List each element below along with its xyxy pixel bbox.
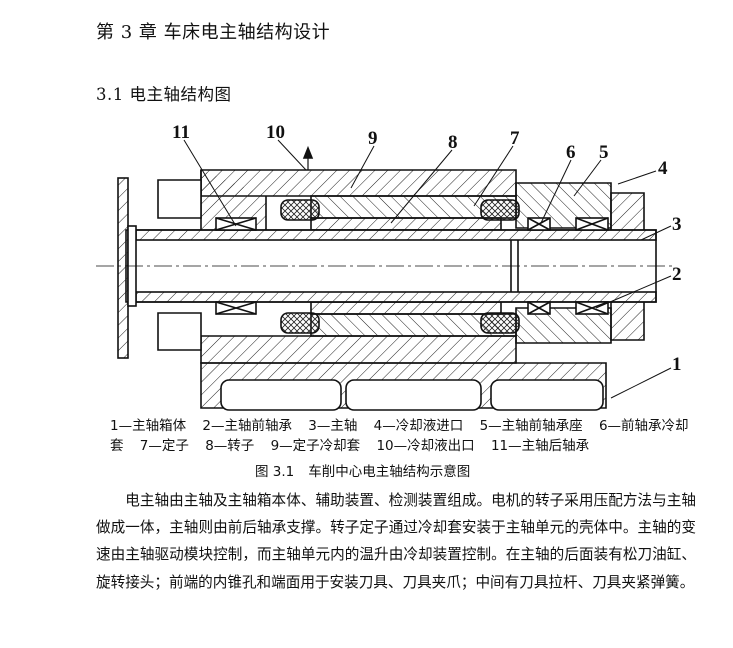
figure-legend: 1—主轴箱体 2—主轴前轴承 3—主轴 4—冷却液进口 5—主轴前轴承座 6—前… — [110, 416, 700, 456]
callout-10: 10 — [266, 122, 285, 143]
legend-item: 2—主轴前轴承 — [202, 418, 292, 434]
callout-8: 8 — [448, 132, 458, 153]
callout-5: 5 — [599, 142, 609, 163]
legend-item: 4—冷却液进口 — [373, 418, 464, 434]
chapter-title: 第 3 章 车床电主轴结构设计 — [96, 22, 331, 43]
body-text: 电主轴由主轴及主轴箱本体、辅助装置、检测装置组成。电机的转子采用压配方法与主轴做… — [96, 487, 696, 596]
legend-item: 6—前轴承冷却套 — [110, 418, 689, 454]
legend-item: 11—主轴后轴承 — [490, 438, 590, 454]
spindle-drawing: 11 10 9 8 7 6 5 4 3 2 1 — [96, 122, 682, 411]
callout-9: 9 — [368, 128, 378, 149]
figure-caption: 图 3.1 车削中心电主轴结构示意图 — [255, 460, 470, 480]
section-title: 3.1 电主轴结构图 — [96, 85, 232, 104]
callout-4: 4 — [658, 158, 668, 179]
legend-item: 7—定子 — [139, 438, 189, 454]
caption-text: 车削中心电主轴结构示意图 — [308, 464, 471, 480]
legend-item: 1—主轴箱体 — [110, 418, 187, 434]
legend-item: 10—冷却液出口 — [376, 438, 475, 454]
callout-2: 2 — [672, 264, 682, 285]
legend-item: 5—主轴前轴承座 — [479, 418, 583, 434]
legend-item: 9—定子冷却套 — [270, 438, 361, 454]
callout-7: 7 — [510, 128, 520, 149]
body-paragraph: 电主轴由主轴及主轴箱本体、辅助装置、检测装置组成。电机的转子采用压配方法与主轴做… — [96, 492, 696, 591]
spindle-structure-figure: 11 10 9 8 7 6 5 4 3 2 1 — [96, 118, 696, 413]
callout-1: 1 — [672, 354, 682, 375]
callout-11: 11 — [172, 122, 190, 143]
legend-item: 8—转子 — [205, 438, 255, 454]
rotor — [310, 217, 502, 231]
callout-6: 6 — [566, 142, 576, 163]
caption-number: 图 3.1 — [255, 464, 295, 480]
callout-labels: 11 10 9 8 7 6 5 4 3 2 1 — [172, 122, 682, 375]
callout-3: 3 — [672, 214, 682, 235]
legend-item: 3—主轴 — [308, 418, 358, 434]
